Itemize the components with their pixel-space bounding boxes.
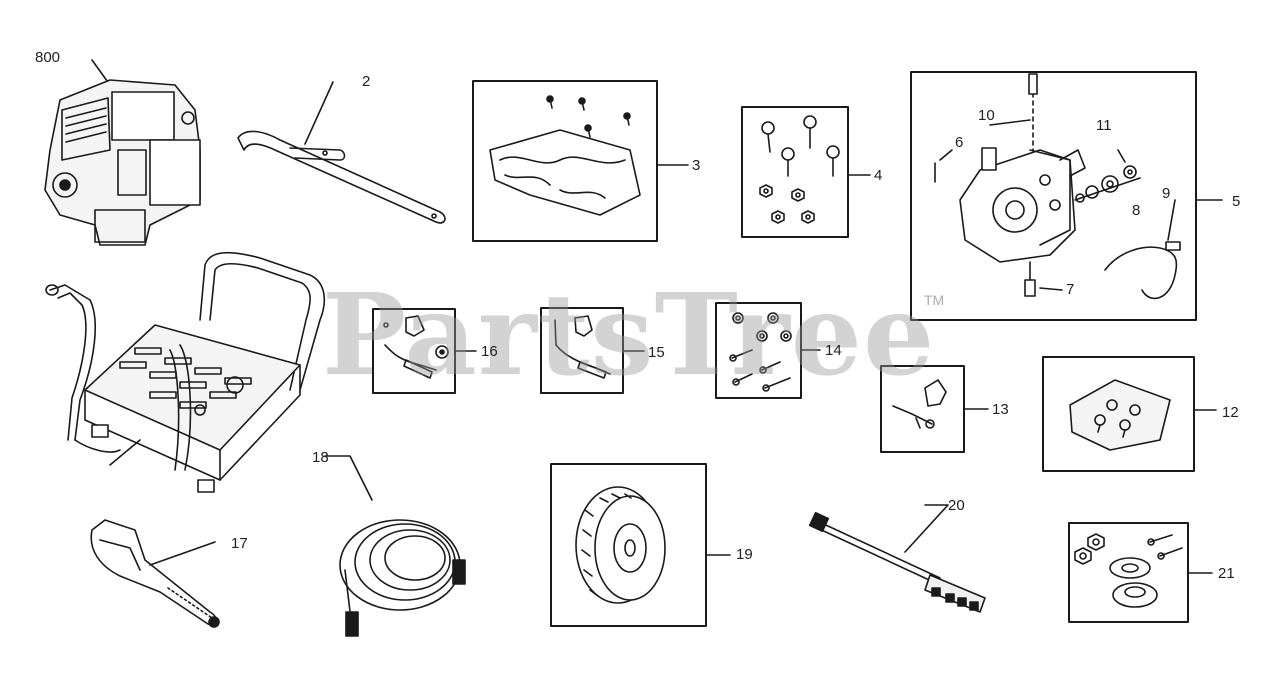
callout-7[interactable]: 7 [1066, 281, 1075, 298]
callout-4[interactable]: 4 [874, 167, 883, 184]
wheel-part[interactable] [550, 463, 731, 627]
callout-13[interactable]: 13 [992, 401, 1009, 418]
callout-18[interactable]: 18 [312, 449, 329, 466]
bolt-kit-part[interactable] [741, 106, 871, 238]
callout-3[interactable]: 3 [692, 157, 701, 174]
watermark-text: PartsTree [322, 270, 936, 401]
callout-20[interactable]: 20 [948, 497, 965, 514]
spray-gun-part[interactable] [90, 519, 220, 628]
callout-800[interactable]: 800 [35, 49, 61, 66]
callout-2[interactable]: 2 [362, 73, 371, 90]
callout-5[interactable]: 5 [1232, 193, 1241, 210]
callout-9[interactable]: 9 [1162, 185, 1171, 202]
handle-part[interactable] [237, 81, 446, 224]
callout-14[interactable]: 14 [825, 342, 842, 359]
callout-21[interactable]: 21 [1218, 565, 1235, 582]
callout-15[interactable]: 15 [648, 344, 665, 361]
wand-part[interactable] [808, 504, 986, 613]
bracket-kit-16[interactable] [372, 308, 477, 394]
bearing-kit-part[interactable] [1068, 522, 1213, 623]
callout-19[interactable]: 19 [736, 546, 753, 563]
callout-10[interactable]: 10 [978, 107, 995, 124]
cover-kit-part[interactable] [472, 80, 689, 242]
hose-part[interactable] [324, 455, 466, 637]
callout-16[interactable]: 16 [481, 343, 498, 360]
callout-8[interactable]: 8 [1132, 202, 1141, 219]
callout-12[interactable]: 12 [1222, 404, 1239, 421]
pump-assembly-part[interactable] [910, 71, 1223, 321]
callout-6[interactable]: 6 [955, 134, 964, 151]
fastener-pack-12[interactable] [1042, 356, 1217, 472]
trademark-mark: TM [924, 292, 945, 308]
callout-17[interactable]: 17 [231, 535, 248, 552]
callout-11[interactable]: 11 [1096, 117, 1112, 134]
frame-part[interactable] [45, 251, 326, 493]
hardware-kit-14[interactable] [715, 302, 821, 399]
engine-part[interactable] [44, 59, 201, 246]
bracket-kit-13[interactable] [880, 365, 989, 453]
bracket-kit-15[interactable] [540, 307, 645, 394]
